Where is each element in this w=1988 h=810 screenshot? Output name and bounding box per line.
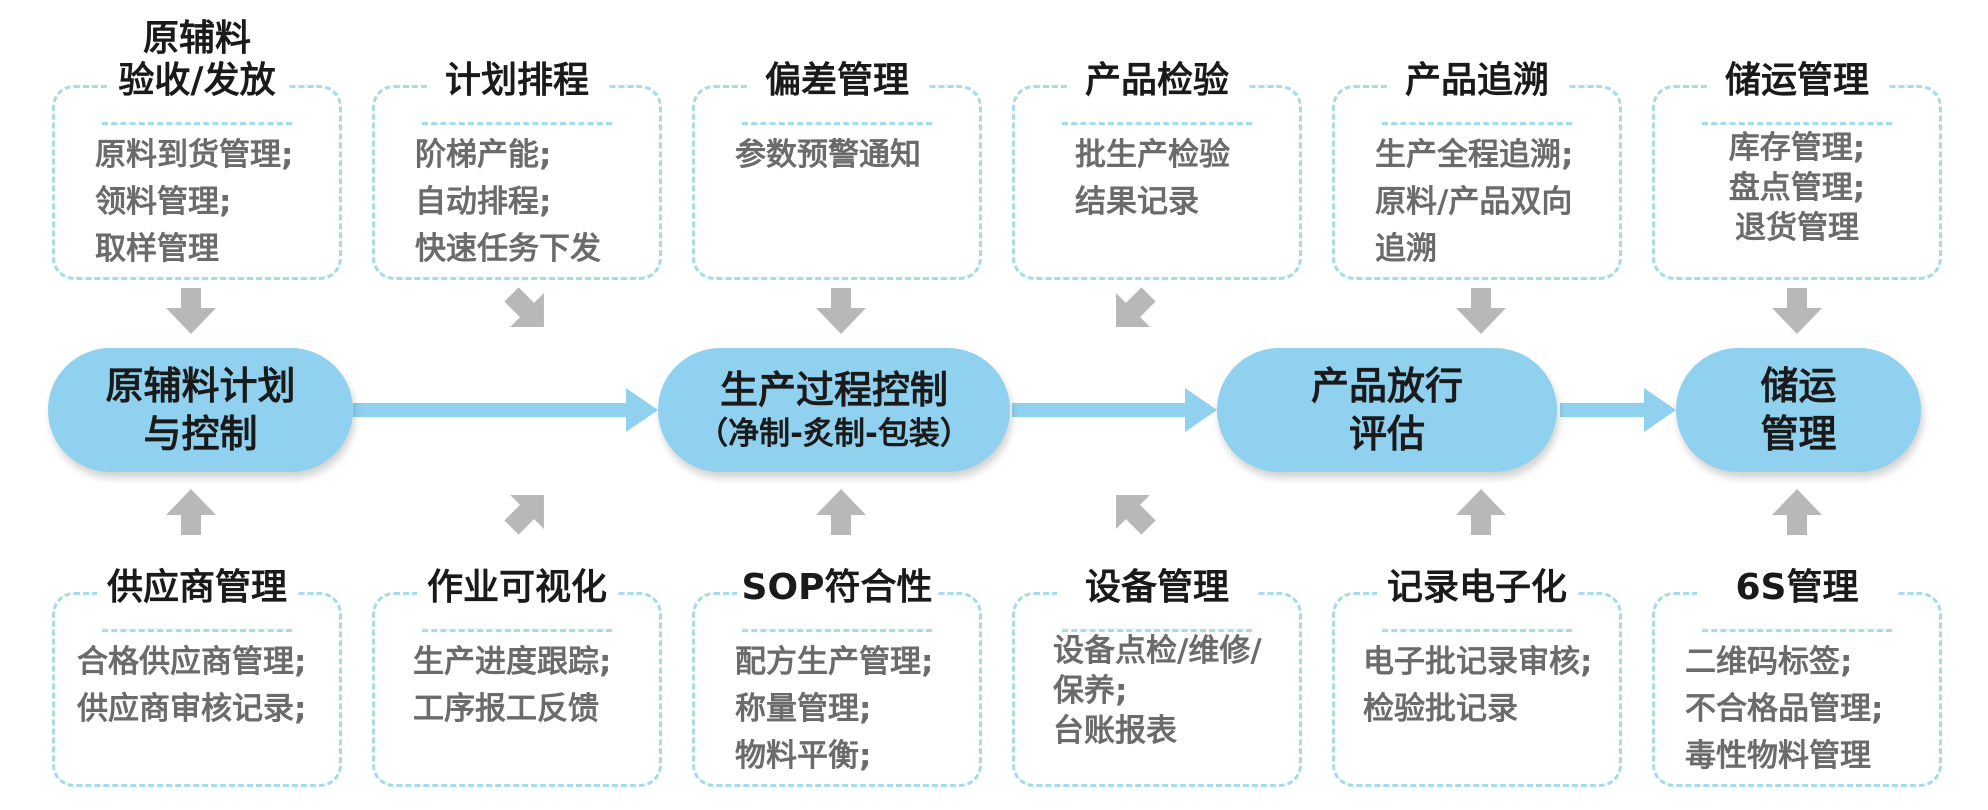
- box-items: 阶梯产能; 自动排程; 快速任务下发: [415, 137, 601, 267]
- box-title: 记录电子化: [1386, 567, 1567, 608]
- bottom-box-sop: SOP符合性 配方生产管理; 称量管理; 物料平衡;: [692, 567, 982, 787]
- box-items: 参数预警通知: [735, 137, 921, 173]
- box-title: SOP符合性: [741, 567, 933, 608]
- top-box-deviation: 偏差管理 参数预警通知: [692, 60, 982, 280]
- box-title: 设备管理: [1084, 567, 1229, 608]
- box-title: 供应商管理: [106, 567, 287, 608]
- feed-arrow-up-6: [1772, 489, 1822, 535]
- flow-arrow-2: [1012, 388, 1217, 432]
- flow-arrow-3: [1560, 388, 1676, 432]
- box-title: 产品追溯: [1404, 60, 1549, 101]
- box-items: 生产进度跟踪; 工序报工反馈: [413, 644, 612, 727]
- feed-arrow-diag-4: [1116, 287, 1156, 327]
- feed-arrow-diag-up-2: [504, 495, 544, 535]
- box-items: 库存管理; 盘点管理; 退货管理: [1728, 130, 1866, 246]
- feed-arrow-up-1: [166, 489, 216, 535]
- stage-raw-material-control: 原辅料计划 与控制: [48, 348, 353, 472]
- feed-arrow-diag-2: [504, 287, 544, 327]
- stage-storage-management: 储运 管理: [1676, 348, 1921, 472]
- stage-production-process: 生产过程控制 （净制-炙制-包装）: [658, 348, 1010, 472]
- top-box-raw-material: 原辅料 验收/发放 原料到货管理; 领料管理; 取样管理: [52, 18, 342, 280]
- feed-arrow-up-5: [1456, 489, 1506, 535]
- bottom-box-supplier: 供应商管理 合格供应商管理; 供应商审核记录;: [52, 567, 342, 787]
- top-box-storage: 储运管理 库存管理; 盘点管理; 退货管理: [1652, 60, 1942, 280]
- bottom-box-e-records: 记录电子化 电子批记录审核; 检验批记录: [1332, 567, 1622, 787]
- box-items: 批生产检验 结果记录: [1075, 137, 1230, 220]
- box-items: 生产全程追溯; 原料/产品双向 追溯: [1375, 137, 1574, 267]
- bottom-box-visualization: 作业可视化 生产进度跟踪; 工序报工反馈: [372, 567, 662, 787]
- box-items: 配方生产管理; 称量管理; 物料平衡;: [735, 644, 934, 774]
- top-box-inspection: 产品检验 批生产检验 结果记录: [1012, 60, 1302, 280]
- box-title: 作业可视化: [426, 567, 607, 608]
- feed-arrow-down-6: [1772, 288, 1822, 334]
- bottom-box-6s: 6S管理 二维码标签; 不合格品管理; 毒性物料管理: [1652, 567, 1942, 787]
- feed-arrow-down-3: [816, 288, 866, 334]
- stage-product-release: 产品放行 评估: [1217, 348, 1557, 472]
- box-title: 产品检验: [1084, 60, 1229, 101]
- box-items: 原料到货管理; 领料管理; 取样管理: [95, 137, 294, 267]
- box-title: 6S管理: [1735, 567, 1859, 608]
- box-title: 原辅料 验收/发放: [118, 18, 276, 101]
- box-title: 储运管理: [1724, 60, 1869, 101]
- box-title: 偏差管理: [764, 60, 909, 101]
- box-items: 二维码标签; 不合格品管理; 毒性物料管理: [1685, 644, 1884, 774]
- feed-arrow-diag-up-4: [1116, 495, 1156, 535]
- flow-arrow-1: [353, 388, 658, 432]
- box-title: 计划排程: [444, 60, 589, 101]
- feed-arrow-down-5: [1456, 288, 1506, 334]
- top-box-scheduling: 计划排程 阶梯产能; 自动排程; 快速任务下发: [372, 60, 662, 280]
- feed-arrow-down-1: [166, 288, 216, 334]
- box-items: 合格供应商管理; 供应商审核记录;: [77, 644, 307, 727]
- bottom-box-equipment: 设备管理 设备点检/维修/ 保养; 台账报表: [1012, 567, 1302, 787]
- feed-arrow-up-3: [816, 489, 866, 535]
- box-items: 设备点检/维修/ 保养; 台账报表: [1053, 633, 1262, 749]
- top-box-traceability: 产品追溯 生产全程追溯; 原料/产品双向 追溯: [1332, 60, 1622, 280]
- box-items: 电子批记录审核; 检验批记录: [1363, 644, 1593, 727]
